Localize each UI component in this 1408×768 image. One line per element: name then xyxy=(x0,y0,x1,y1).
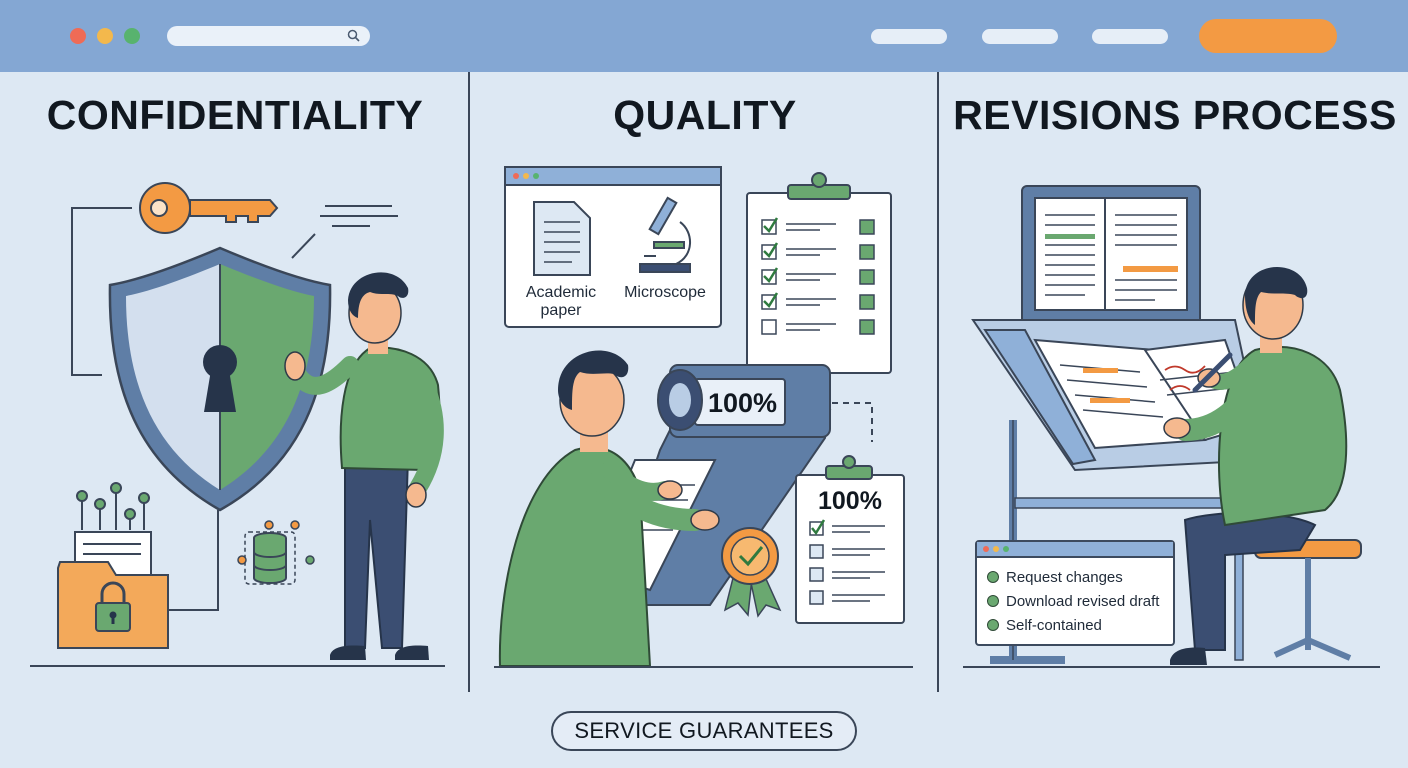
radio-icon xyxy=(987,571,999,583)
monitor-book-icon xyxy=(1021,185,1201,325)
panel-divider xyxy=(468,72,470,692)
person-illustration xyxy=(498,350,720,667)
document-icon xyxy=(533,201,591,276)
service-guarantees-badge[interactable]: SERVICE GUARANTEES xyxy=(551,711,857,751)
quality-title: QUALITY xyxy=(613,92,797,138)
radio-icon xyxy=(987,595,999,607)
quality-illustration xyxy=(494,166,913,668)
database-icon xyxy=(237,520,315,585)
confidentiality-title: CONFIDENTIALITY xyxy=(46,92,424,138)
window-close-button[interactable] xyxy=(70,28,86,44)
microscope-icon xyxy=(639,196,691,273)
radio-icon xyxy=(987,619,999,631)
window-maximize-button[interactable] xyxy=(124,28,140,44)
browser-top-bar xyxy=(0,0,1408,72)
award-ribbon-icon xyxy=(721,527,782,618)
shield-keyhole-icon xyxy=(108,246,332,512)
key-icon xyxy=(139,182,279,234)
self-contained-option[interactable]: Self-contained xyxy=(987,613,1173,637)
popup-title-bar xyxy=(977,542,1173,558)
folder-lock-icon xyxy=(57,531,169,649)
revisions-process-title: REVISIONS PROCESS xyxy=(953,92,1397,138)
download-revised-draft-option[interactable]: Download revised draft xyxy=(987,589,1173,613)
person-illustration xyxy=(1163,267,1348,665)
person-illustration xyxy=(284,272,444,660)
nav-link-3[interactable] xyxy=(1092,29,1168,44)
microscope-label: Microscope xyxy=(624,284,706,301)
nav-link-2[interactable] xyxy=(982,29,1058,44)
academic-paper-label: Academic paper xyxy=(525,284,597,319)
request-changes-option[interactable]: Request changes xyxy=(987,565,1173,589)
revision-options-panel: Request changes Download revised draft S… xyxy=(975,540,1175,646)
confidentiality-illustration xyxy=(30,182,445,667)
window-minimize-button[interactable] xyxy=(97,28,113,44)
scanner-percent: 100% xyxy=(708,388,778,418)
panel-divider xyxy=(937,72,939,692)
clipboard-checklist-icon xyxy=(746,172,892,374)
cta-button[interactable] xyxy=(1199,19,1337,53)
search-icon xyxy=(347,29,360,42)
checklist-percent: 100% xyxy=(818,487,882,515)
nav-link-1[interactable] xyxy=(871,29,947,44)
search-input[interactable] xyxy=(167,26,370,46)
